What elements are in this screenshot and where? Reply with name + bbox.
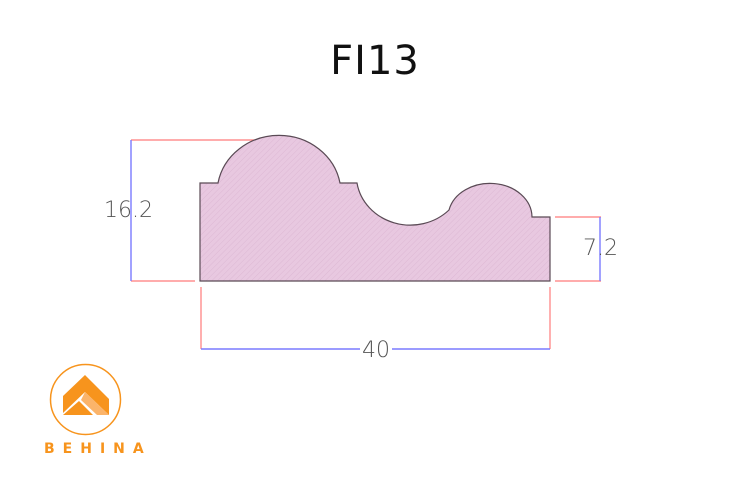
behina-logo-icon bbox=[49, 363, 122, 436]
width-dimension-label: 40 bbox=[360, 338, 392, 363]
brand-name: BEHINA bbox=[44, 441, 152, 457]
profile-title: FI13 bbox=[330, 38, 420, 84]
step-height-dimension-label: 7.2 bbox=[583, 236, 618, 261]
height-dimension-label: 16.2 bbox=[104, 198, 153, 223]
molding-profile bbox=[199, 134, 551, 282]
